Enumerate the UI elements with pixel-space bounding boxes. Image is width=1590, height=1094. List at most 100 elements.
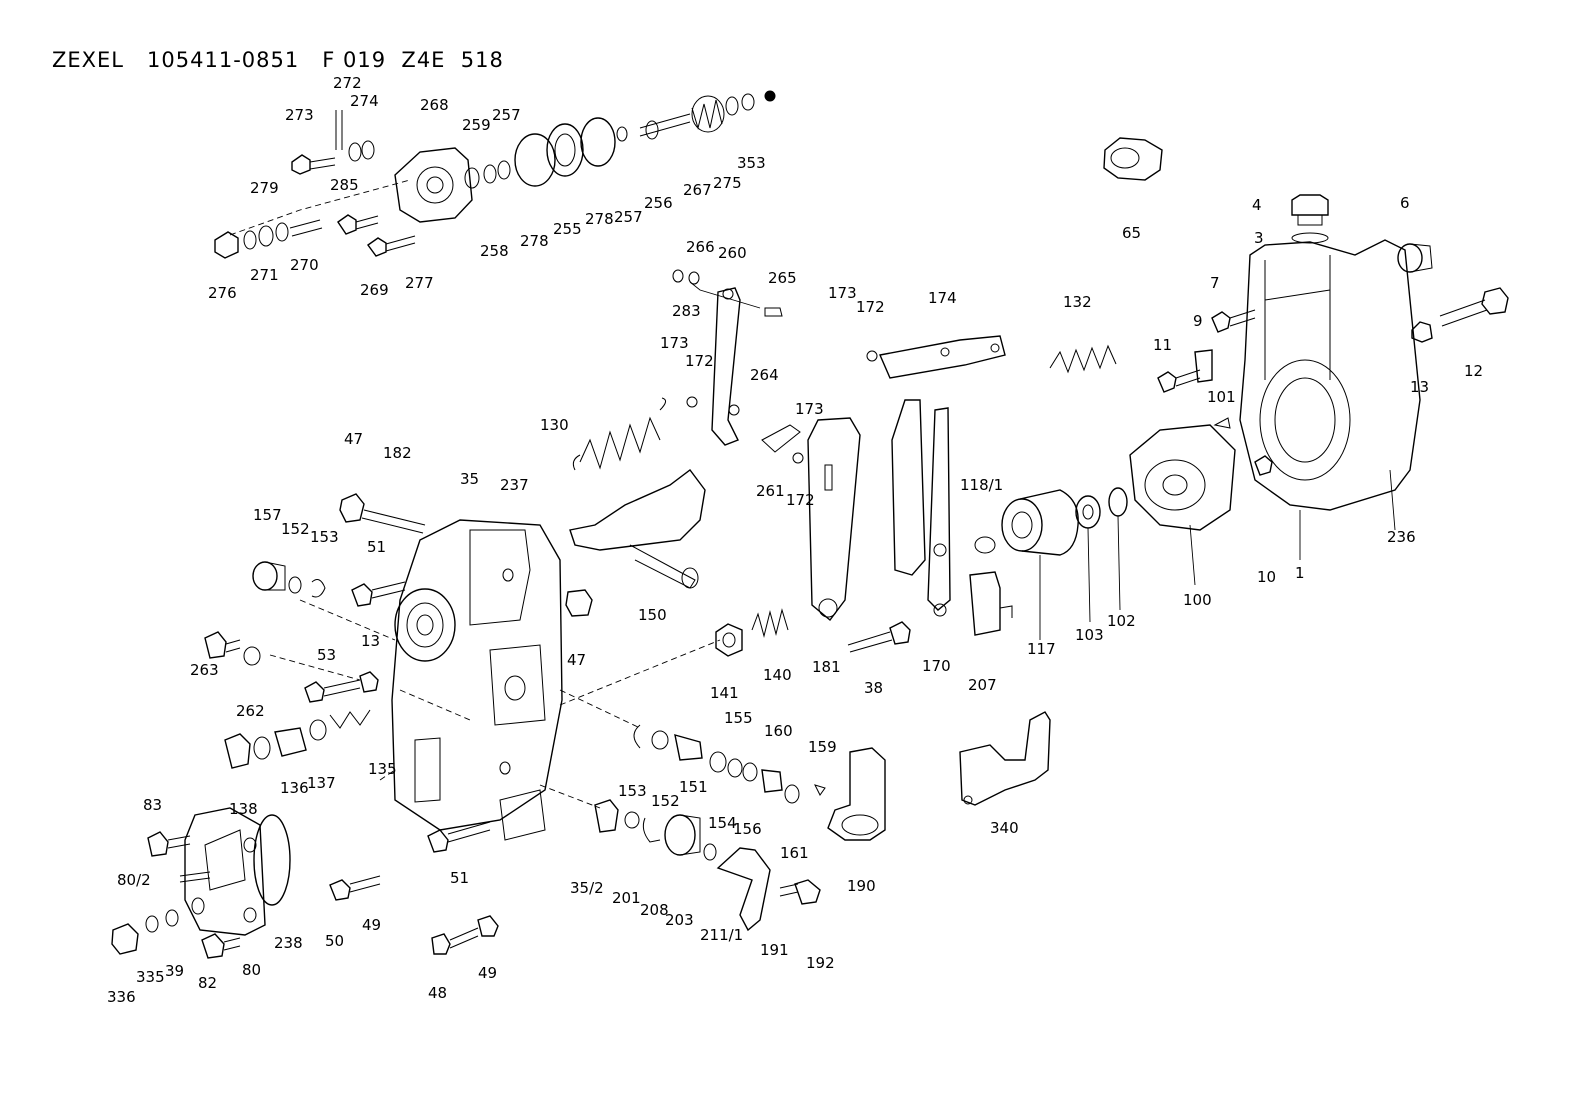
adjuster-135 [224, 709, 371, 769]
part-label: 279 [250, 179, 279, 197]
part-label: 4 [1252, 196, 1262, 214]
part-label: 261 [756, 482, 785, 500]
bolt-48-49 [431, 915, 499, 955]
part-label: 278 [585, 210, 614, 228]
part-label: 190 [847, 877, 876, 895]
part-label: 7 [1210, 274, 1220, 292]
part-label: 49 [362, 916, 381, 934]
part-label: 152 [281, 520, 310, 538]
plug-157 [252, 561, 326, 598]
part-label: 278 [520, 232, 549, 250]
part-label: 262 [236, 702, 265, 720]
part-label: 173 [828, 284, 857, 302]
part-label: 101 [1207, 388, 1236, 406]
part-label: 265 [768, 269, 797, 287]
link-174 [866, 335, 1006, 379]
part-label: 154 [708, 814, 737, 832]
cover-80 [184, 807, 291, 936]
part-label: 274 [350, 92, 379, 110]
part-label: 273 [285, 106, 314, 124]
part-label: 208 [640, 901, 669, 919]
part-label: 283 [672, 302, 701, 320]
part-label: 50 [325, 932, 344, 950]
part-label: 160 [764, 722, 793, 740]
part-label: 270 [290, 256, 319, 274]
part-label: 258 [480, 242, 509, 260]
part-label: 159 [808, 738, 837, 756]
part-label: 269 [360, 281, 389, 299]
part-label: 150 [638, 606, 667, 624]
part-label: 103 [1075, 626, 1104, 644]
part-label: 256 [644, 194, 673, 212]
plug-336 [111, 897, 205, 955]
part-label: 181 [812, 658, 841, 676]
part-label: 82 [198, 974, 217, 992]
lever-assembly-upper [672, 269, 804, 464]
bolt-51-top [351, 581, 406, 607]
part-label: 264 [750, 366, 779, 384]
part-label: 285 [330, 176, 359, 194]
part-label: 102 [1107, 612, 1136, 630]
part-label: 237 [500, 476, 529, 494]
part-label: 80/2 [117, 871, 151, 889]
bracket-340 [959, 711, 1051, 806]
part-label: 170 [922, 657, 951, 675]
part-label: 83 [143, 796, 162, 814]
part-label: 173 [660, 334, 689, 352]
part-label: 51 [450, 869, 469, 887]
part-label: 277 [405, 274, 434, 292]
part-label: 137 [307, 774, 336, 792]
part-label: 47 [567, 651, 586, 669]
part-label: 271 [250, 266, 279, 284]
part-label: 201 [612, 889, 641, 907]
part-label: 238 [274, 934, 303, 952]
part-label: 275 [713, 174, 742, 192]
spring-140 [715, 608, 789, 657]
part-label: 35 [460, 470, 479, 488]
part-label: 141 [710, 684, 739, 702]
governor-housing [1157, 194, 1509, 560]
part-label: 267 [683, 181, 712, 199]
part-label: 207 [968, 676, 997, 694]
spring-130 [572, 397, 666, 471]
part-label: 257 [492, 106, 521, 124]
governor-cover-35 [391, 519, 563, 841]
part-label: 174 [928, 289, 957, 307]
part-label: 51 [367, 538, 386, 556]
part-label: 211/1 [700, 926, 743, 944]
part-label: 172 [856, 298, 885, 316]
part-label: 1 [1295, 564, 1305, 582]
part-label: 203 [665, 911, 694, 929]
bolt-82 [201, 933, 241, 959]
lever-150 [569, 469, 706, 589]
block-190 [827, 747, 886, 841]
part-label: 335 [136, 968, 165, 986]
part-label: 10 [1257, 568, 1276, 586]
part-label: 13 [1410, 378, 1429, 396]
bolt-38 [847, 621, 911, 653]
part-label: 236 [1387, 528, 1416, 546]
part-label: 259 [462, 116, 491, 134]
lever-191 [716, 847, 821, 932]
part-label: 47 [344, 430, 363, 448]
bolt-53 [304, 671, 379, 703]
part-label: 152 [651, 792, 680, 810]
part-label: 12 [1464, 362, 1483, 380]
part-label: 135 [368, 760, 397, 778]
part-label: 172 [786, 491, 815, 509]
part-label: 336 [107, 988, 136, 1006]
bolt-49-50 [329, 875, 381, 901]
part-label: 132 [1063, 293, 1092, 311]
part-label: 276 [208, 284, 237, 302]
spring-132 [1049, 344, 1117, 374]
part-label: 117 [1027, 640, 1056, 658]
bracket-207 [969, 571, 1013, 636]
lower-pin-assembly [633, 724, 826, 804]
part-label: 192 [806, 954, 835, 972]
screw-47-top [339, 493, 426, 534]
part-label: 53 [317, 646, 336, 664]
part-label: 38 [864, 679, 883, 697]
cover-assembly [214, 90, 776, 259]
